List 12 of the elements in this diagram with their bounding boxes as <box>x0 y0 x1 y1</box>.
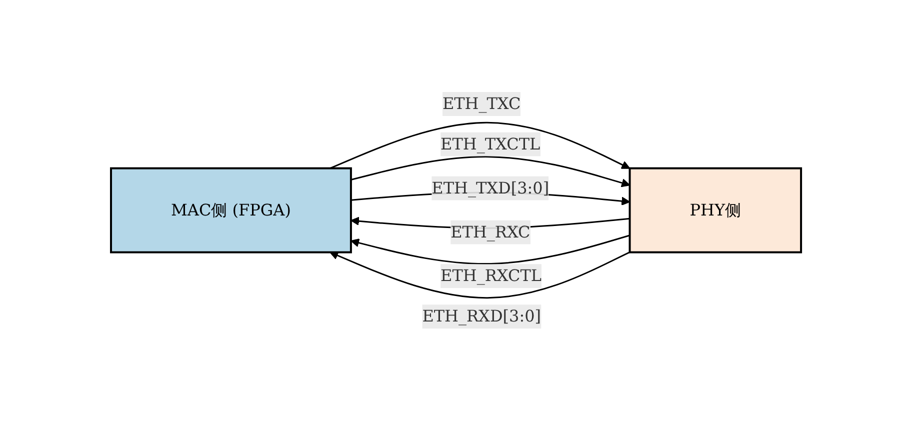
edge-label: ETH_RXD[3:0] <box>422 306 541 326</box>
edge-label: ETH_TXC <box>442 94 521 114</box>
edge-label: ETH_TXCTL <box>440 134 540 154</box>
node-box: PHY侧 <box>628 168 802 254</box>
edge-label: ETH_RXCTL <box>440 266 542 286</box>
node-box: MAC侧 (FPGA) <box>110 168 352 254</box>
arrow <box>350 156 630 188</box>
arrow <box>350 234 630 265</box>
arrow <box>330 122 630 170</box>
arrow <box>330 252 630 299</box>
edge-label: ETH_RXC <box>450 222 530 242</box>
edge-label: ETH_TXD[3:0] <box>432 178 550 198</box>
